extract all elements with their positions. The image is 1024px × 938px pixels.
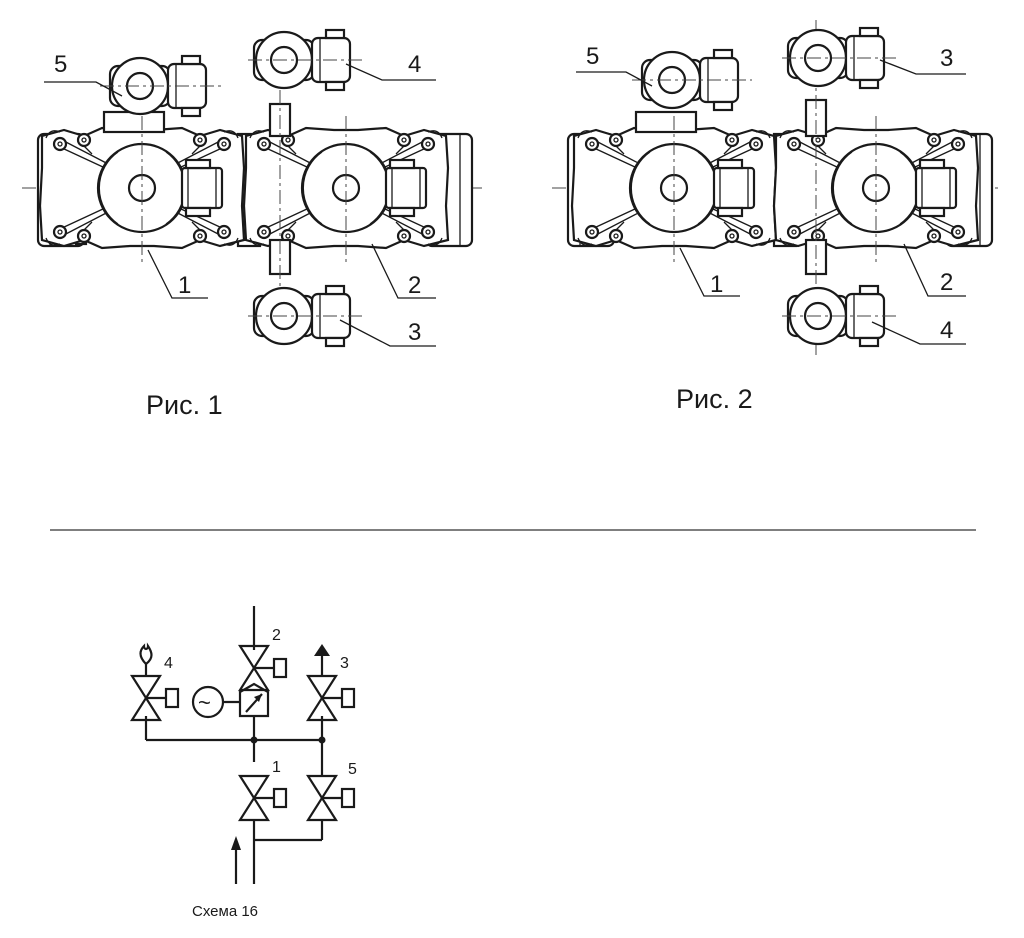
arrow-up-icon	[314, 644, 330, 656]
fig2-label-1: 1	[710, 271, 723, 298]
fig1-label-2: 2	[408, 272, 421, 299]
fig2-label-3: 3	[940, 45, 953, 72]
scheme-caption: Схема 16	[192, 903, 258, 920]
fig1-label-1: 1	[178, 272, 191, 299]
fig2-label-2: 2	[940, 269, 953, 296]
scheme-label-4: 4	[164, 655, 173, 672]
fig1-label-3: 3	[408, 319, 421, 346]
fig2-caption: Рис. 2	[676, 384, 753, 414]
fig2-label-4: 4	[940, 317, 953, 344]
figure-2: 5 3 1 2 4 Рис. 2	[552, 20, 1000, 414]
flame-icon	[139, 642, 153, 666]
scheme-16: ~ 2 4 3 1 5 Схема 16	[130, 606, 357, 920]
fig1-label-4: 4	[408, 51, 421, 78]
gauge-symbol: ~	[198, 690, 211, 715]
scheme-label-3: 3	[340, 655, 349, 672]
fig1-label-5: 5	[54, 51, 67, 78]
figure-1: 5 4 1 2 3 Рис. 1	[22, 28, 482, 420]
fig2-label-5: 5	[586, 43, 599, 70]
fig1-caption: Рис. 1	[146, 390, 223, 420]
scheme-label-1: 1	[272, 759, 281, 776]
scheme-label-5: 5	[348, 761, 357, 778]
arrow-up-icon	[231, 836, 241, 884]
scheme-label-2: 2	[272, 627, 281, 644]
